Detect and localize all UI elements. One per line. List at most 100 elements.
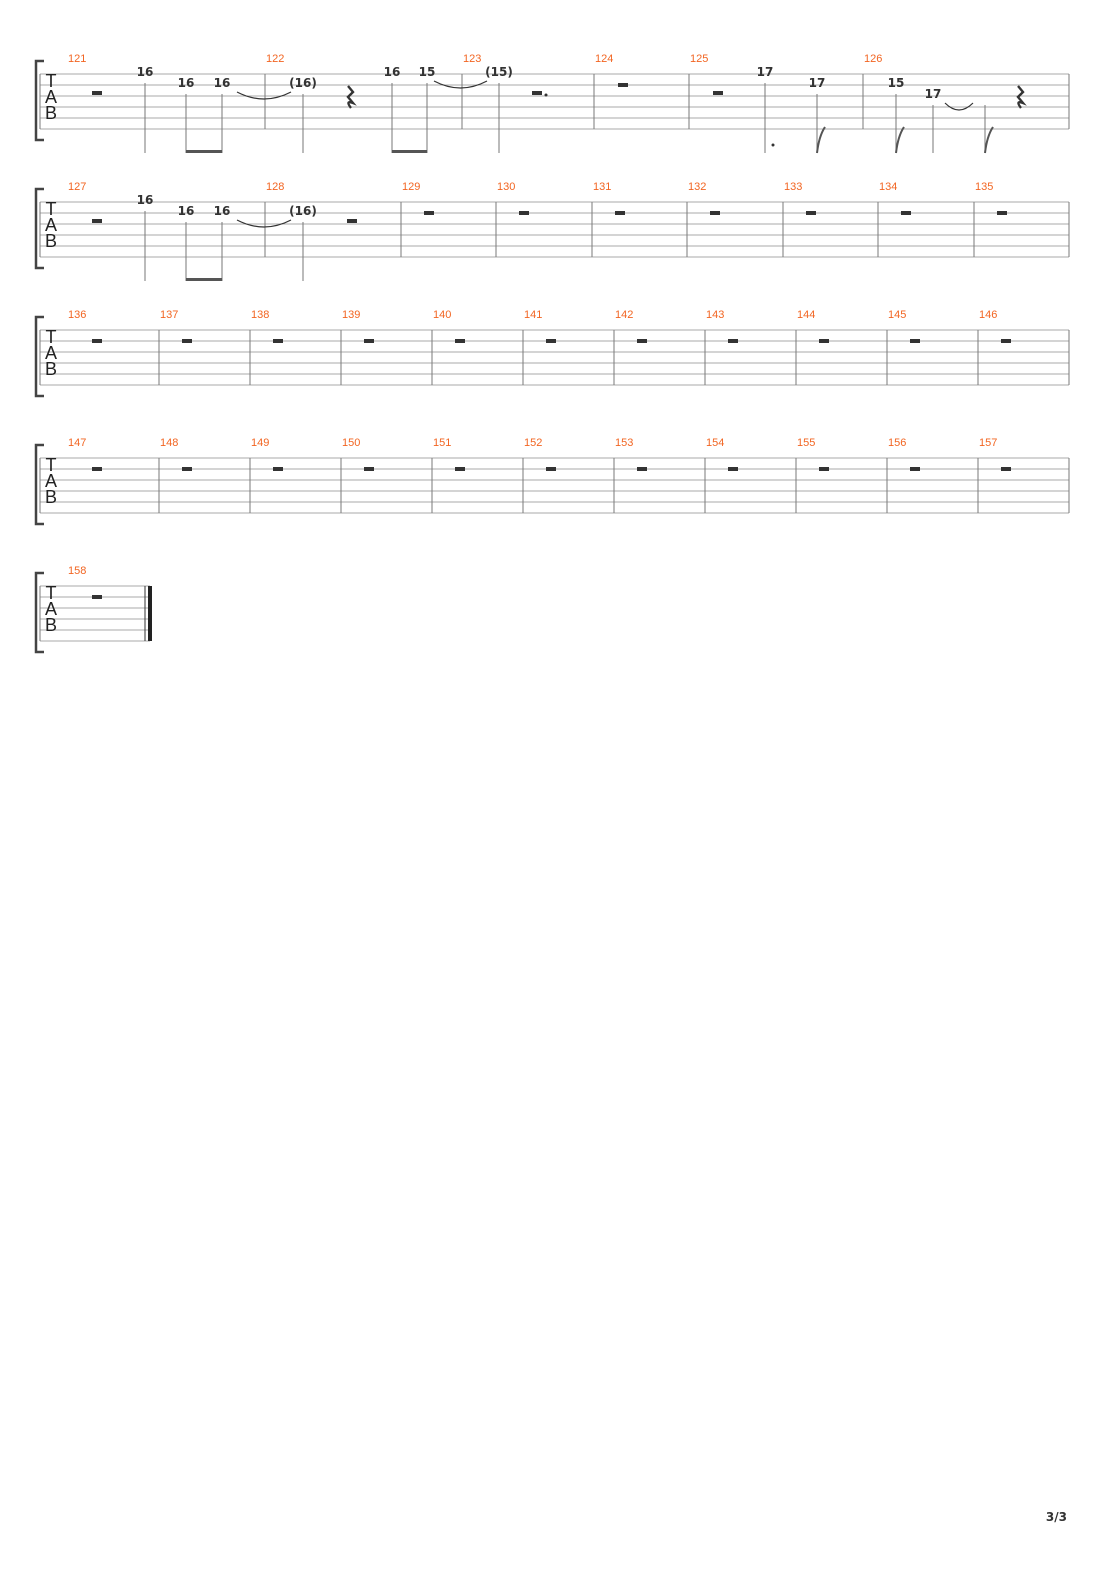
system-bracket (34, 59, 44, 142)
note-flag (816, 126, 826, 154)
measure-number: 125 (690, 53, 708, 65)
half-rest (713, 91, 723, 95)
whole-rest (546, 339, 556, 343)
measure-number: 138 (251, 309, 269, 321)
measure-number: 123 (463, 53, 481, 65)
whole-rest (92, 467, 102, 471)
tie-arc (944, 102, 974, 111)
whole-rest (901, 211, 911, 215)
fret-number: 17 (925, 87, 942, 101)
system-bracket (34, 571, 44, 654)
measure-number: 142 (615, 309, 633, 321)
measure-number: 134 (879, 181, 897, 193)
half-rest (92, 219, 102, 223)
tab-clef-letter: B (45, 231, 57, 251)
whole-rest (455, 339, 465, 343)
measure-number: 145 (888, 309, 906, 321)
fret-number: 16 (384, 65, 401, 79)
whole-rest (615, 211, 625, 215)
whole-rest (182, 339, 192, 343)
whole-rest (92, 595, 102, 599)
measure-number: 132 (688, 181, 706, 193)
whole-rest (910, 467, 920, 471)
whole-rest (728, 467, 738, 471)
whole-rest (92, 339, 102, 343)
whole-rest (546, 467, 556, 471)
note-flag (895, 126, 905, 154)
tab-clef-letter: T (46, 199, 57, 219)
whole-rest (806, 211, 816, 215)
measure-number: 154 (706, 437, 724, 449)
tab-clef-letter: B (45, 615, 57, 635)
rest-dot (544, 93, 548, 97)
whole-rest (997, 211, 1007, 215)
measure-number: 148 (160, 437, 178, 449)
measure-number: 130 (497, 181, 515, 193)
measure-number: 139 (342, 309, 360, 321)
tab-clef-letter: B (45, 103, 57, 123)
measure-number: 158 (68, 565, 86, 577)
whole-rest (618, 83, 628, 87)
measure-number: 131 (593, 181, 611, 193)
measure-number: 146 (979, 309, 997, 321)
note-beam (392, 150, 427, 153)
whole-rest (182, 467, 192, 471)
tab-clef-letter: B (45, 487, 57, 507)
whole-rest (273, 339, 283, 343)
measure-number: 141 (524, 309, 542, 321)
fret-number: 16 (137, 193, 154, 207)
measure-number: 156 (888, 437, 906, 449)
tab-clef-letter: T (46, 71, 57, 91)
measure-number: 143 (706, 309, 724, 321)
fret-number: (16) (289, 76, 317, 90)
note-beam (186, 150, 222, 153)
note-dot (771, 143, 775, 147)
fret-number: 16 (214, 76, 231, 90)
measure-number: 151 (433, 437, 451, 449)
measure-number: 126 (864, 53, 882, 65)
whole-rest (819, 339, 829, 343)
tab-clef-letter: T (46, 455, 57, 475)
tie-arc (433, 80, 488, 89)
measure-number: 135 (975, 181, 993, 193)
whole-rest (637, 467, 647, 471)
fret-number: 16 (178, 204, 195, 218)
measure-number: 149 (251, 437, 269, 449)
tab-system: TAB 158 (34, 565, 152, 654)
fret-number: 17 (809, 76, 826, 90)
whole-rest (819, 467, 829, 471)
measure-number: 153 (615, 437, 633, 449)
note-flag (984, 126, 994, 154)
whole-rest (910, 339, 920, 343)
fret-number: (15) (485, 65, 513, 79)
whole-rest (1001, 467, 1011, 471)
tab-clef-letter: A (45, 599, 57, 619)
page-number: 3/3 (1045, 1510, 1067, 1524)
whole-rest (424, 211, 434, 215)
whole-rest (364, 467, 374, 471)
measure-number: 157 (979, 437, 997, 449)
measure-number: 133 (784, 181, 802, 193)
half-rest (347, 219, 357, 223)
system-bracket (34, 315, 44, 398)
whole-rest (519, 211, 529, 215)
measure-number: 122 (266, 53, 284, 65)
system-bracket (34, 187, 44, 270)
fret-number: 15 (419, 65, 436, 79)
half-rest (92, 91, 102, 95)
fret-number: 15 (888, 76, 905, 90)
quarter-rest (346, 85, 357, 109)
tie-arc (236, 91, 292, 100)
note-beam (186, 278, 222, 281)
whole-rest (1001, 339, 1011, 343)
system-bracket (34, 443, 44, 526)
measure-number: 140 (433, 309, 451, 321)
quarter-rest (1016, 85, 1027, 109)
measure-number: 124 (595, 53, 613, 65)
tab-clef-letter: T (46, 583, 57, 603)
whole-rest (273, 467, 283, 471)
measure-number: 144 (797, 309, 815, 321)
